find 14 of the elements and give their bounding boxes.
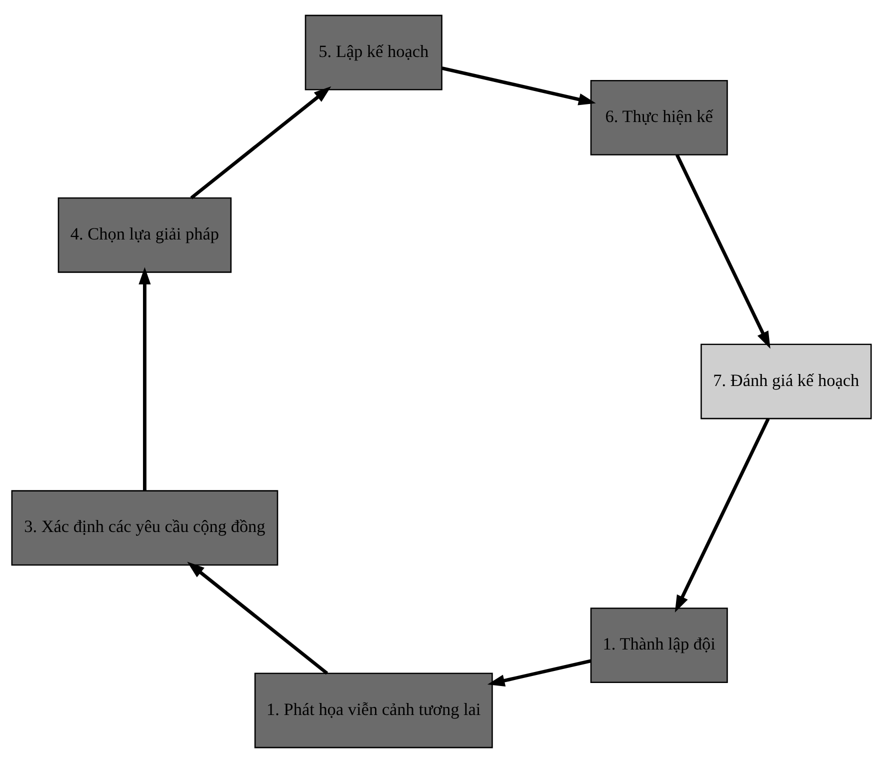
- arrow: [675, 154, 770, 348]
- node-box: 1. Thành lập đội: [590, 607, 728, 683]
- node-box: 7. Đánh giá kế hoạch: [700, 343, 872, 419]
- arrow: [187, 561, 328, 674]
- node-box: 6. Thực hiện kế: [590, 79, 728, 155]
- arrow: [138, 266, 151, 490]
- node-box: 3. Xác định các yêu cầu cộng đồng: [11, 490, 278, 566]
- arrow: [487, 658, 592, 686]
- node-box: 5. Lập kế hoạch: [304, 14, 442, 90]
- arrow: [190, 86, 332, 199]
- arrow: [442, 66, 596, 105]
- node-box: 4. Chọn lựa giải pháp: [58, 196, 232, 272]
- node-box: 1. Phát họa viễn cảnh tương lai: [254, 672, 493, 748]
- arrow: [674, 417, 770, 612]
